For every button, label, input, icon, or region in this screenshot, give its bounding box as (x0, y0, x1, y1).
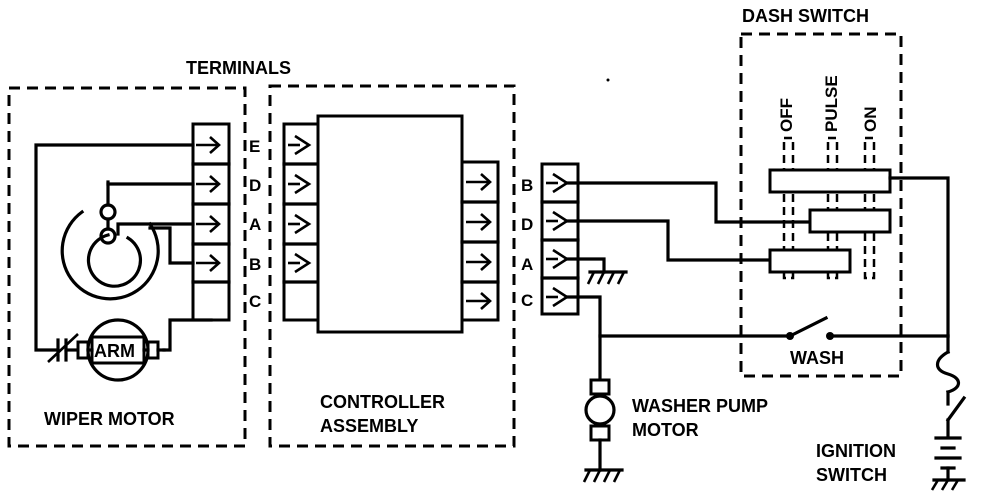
controller-label-line1: CONTROLLER (320, 392, 445, 412)
ignition-switch-symbol (945, 395, 967, 438)
washer-pump-label-line2: MOTOR (632, 420, 699, 440)
fuse-symbol (935, 334, 961, 406)
switch-contact-bottom (768, 248, 852, 274)
motor-wire-b (148, 226, 195, 265)
wire-d-to-pulse (564, 219, 774, 262)
wire-c-to-wash (564, 295, 792, 338)
switch-contact-top (768, 168, 892, 194)
controller-input-chevron (288, 134, 312, 156)
terminals-heading: TERMINALS (186, 58, 291, 78)
motor-terminal-letter: B (249, 255, 261, 274)
armature-motor: ARM (76, 318, 166, 382)
motor-terminal-letter: A (249, 215, 261, 234)
controller-input-chevron (288, 173, 312, 195)
washer-pump-label-line1: WASHER PUMP (632, 396, 768, 416)
dash-switch-enclosure (739, 32, 903, 378)
park-cam (60, 180, 160, 301)
controller-output-arrow (466, 253, 492, 271)
dash-switch-heading: DASH SWITCH (742, 6, 869, 26)
switch-contact-middle (808, 208, 892, 234)
motor-wire-a (116, 222, 195, 236)
wire-b-to-off (564, 181, 812, 224)
switch-position-off: OFF (777, 98, 796, 132)
controller-assembly: CONTROLLER ASSEMBLY (282, 114, 500, 436)
switch-position-pulse: PULSE (822, 75, 841, 132)
battery-symbol (930, 436, 966, 491)
controller-label-line2: ASSEMBLY (320, 416, 418, 436)
motor-terminal-letter: C (249, 292, 261, 311)
motor-wire-arm (162, 318, 213, 352)
connector-terminal-letter: C (521, 291, 533, 310)
connector-terminal-letter: D (521, 215, 533, 234)
connector-terminal-letter: A (521, 255, 533, 274)
controller-input-chevron (288, 213, 312, 235)
wiper-motor-label: WIPER MOTOR (44, 409, 175, 429)
controller-enclosure (268, 84, 516, 448)
stray-dot (606, 78, 610, 82)
motor-terminal-letter: E (249, 137, 260, 156)
switch-column-pulse (826, 136, 839, 280)
controller-output-arrow (466, 292, 492, 310)
wiper-motor: E D A B C ARM (34, 122, 261, 429)
ignition-label-line1: IGNITION (816, 441, 896, 461)
armature-label: ARM (94, 341, 135, 361)
motor-terminal-arrow (196, 136, 221, 154)
motor-wire-e (34, 143, 195, 352)
switch-position-on: ON (861, 107, 880, 133)
wash-label: WASH (790, 348, 844, 368)
circuit-breaker-symbol (47, 333, 80, 363)
switch-column-on (863, 136, 876, 280)
wash-switch (786, 315, 950, 340)
output-connector: B D A C (521, 162, 580, 316)
ignition-label-line2: SWITCH (816, 465, 887, 485)
motor-terminal-arrow (196, 215, 221, 233)
wiper-motor-enclosure (7, 86, 247, 448)
motor-terminal-block (191, 122, 231, 322)
dash-switch: OFF PULSE ON WASH (768, 75, 950, 368)
ground-symbol-a (564, 257, 628, 285)
controller-output-arrow (466, 173, 492, 191)
washer-pump-motor (582, 334, 624, 483)
connector-terminal-letter: B (521, 176, 533, 195)
switch-column-off (782, 136, 795, 280)
feed-wire (888, 176, 950, 338)
controller-output-arrow (466, 213, 492, 231)
controller-input-chevron (288, 252, 312, 274)
motor-terminal-arrow (196, 254, 221, 272)
motor-terminal-arrow (196, 175, 221, 193)
motor-terminal-letter: D (249, 176, 261, 195)
